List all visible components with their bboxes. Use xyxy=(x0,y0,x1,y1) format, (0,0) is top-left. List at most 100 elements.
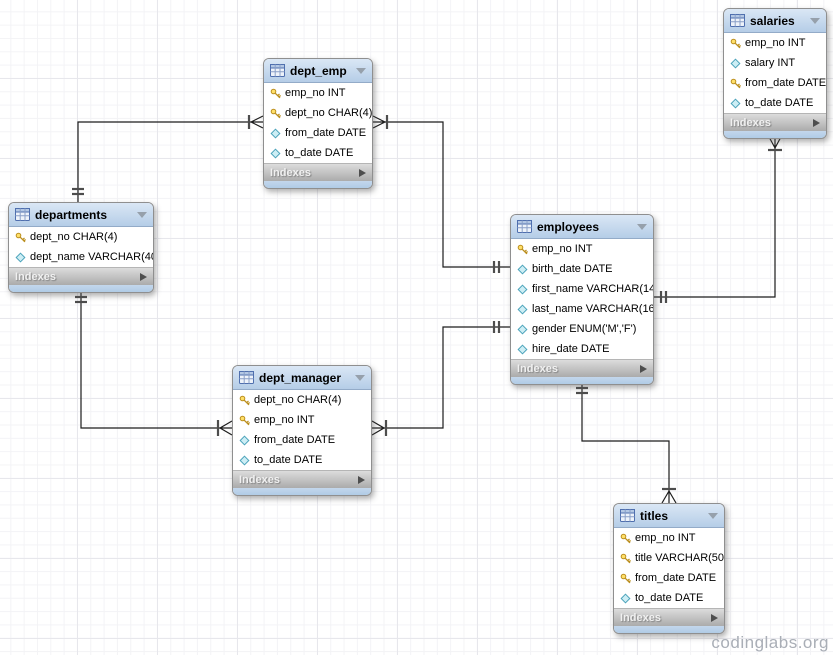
column-label: to_date DATE xyxy=(254,454,323,466)
column-row[interactable]: from_date DATE xyxy=(724,73,826,93)
table-dept_emp[interactable]: dept_emp emp_no INT dept_no CHAR(4) from… xyxy=(263,58,373,189)
primary-key-icon xyxy=(14,232,26,243)
table-title: departments xyxy=(35,207,108,222)
indexes-footer[interactable]: Indexes xyxy=(511,359,653,377)
collapse-arrow-icon[interactable] xyxy=(810,17,820,24)
table-header[interactable]: titles xyxy=(614,504,724,528)
table-titles[interactable]: titles emp_no INT title VARCHAR(50) from… xyxy=(613,503,725,634)
table-employees[interactable]: employees emp_no INT birth_date DATE fir… xyxy=(510,214,654,385)
column-row[interactable]: hire_date DATE xyxy=(511,339,653,359)
column-row[interactable]: emp_no INT xyxy=(614,528,724,548)
indexes-footer[interactable]: Indexes xyxy=(614,608,724,626)
table-title: titles xyxy=(640,508,669,523)
indexes-footer[interactable]: Indexes xyxy=(233,470,371,488)
table-icon xyxy=(270,64,285,77)
column-label: emp_no INT xyxy=(254,414,315,426)
column-diamond-icon xyxy=(516,323,528,335)
table-title: employees xyxy=(537,219,600,234)
primary-key-icon xyxy=(516,244,528,255)
table-title: salaries xyxy=(750,13,795,28)
column-row[interactable]: dept_name VARCHAR(40) xyxy=(9,247,153,267)
column-row[interactable]: title VARCHAR(50) xyxy=(614,548,724,568)
column-list: emp_no INT birth_date DATE first_name VA… xyxy=(511,239,653,359)
table-bottom-strip xyxy=(511,377,653,384)
expand-arrow-icon xyxy=(140,272,147,281)
table-departments[interactable]: departments dept_no CHAR(4) dept_name VA… xyxy=(8,202,154,293)
table-bottom-strip xyxy=(264,181,372,188)
column-diamond-icon xyxy=(269,127,281,139)
column-list: emp_no INT salary INT from_date DATE to_… xyxy=(724,33,826,113)
column-row[interactable]: to_date DATE xyxy=(264,143,372,163)
indexes-label: Indexes xyxy=(730,116,771,129)
column-row[interactable]: to_date DATE xyxy=(233,450,371,470)
column-label: from_date DATE xyxy=(285,127,367,139)
relationship-departments-dept_emp[interactable] xyxy=(72,115,264,202)
column-row[interactable]: first_name VARCHAR(14) xyxy=(511,279,653,299)
table-header[interactable]: salaries xyxy=(724,9,826,33)
relationship-employees-dept_manager[interactable] xyxy=(371,321,510,436)
table-dept_manager[interactable]: dept_manager dept_no CHAR(4) emp_no INT … xyxy=(232,365,372,496)
column-row[interactable]: from_date DATE xyxy=(264,123,372,143)
indexes-label: Indexes xyxy=(517,362,558,375)
table-bottom-strip xyxy=(9,285,153,292)
relationship-employees-salaries[interactable] xyxy=(654,134,783,303)
table-header[interactable]: departments xyxy=(9,203,153,227)
indexes-label: Indexes xyxy=(270,166,311,179)
relationship-employees-titles[interactable] xyxy=(576,381,677,504)
collapse-arrow-icon[interactable] xyxy=(355,374,365,381)
table-header[interactable]: dept_manager xyxy=(233,366,371,390)
expand-arrow-icon xyxy=(640,364,647,373)
column-row[interactable]: emp_no INT xyxy=(511,239,653,259)
collapse-arrow-icon[interactable] xyxy=(637,223,647,230)
table-icon xyxy=(620,509,635,522)
primary-key-icon xyxy=(238,395,250,406)
expand-arrow-icon xyxy=(813,118,820,127)
column-label: salary INT xyxy=(745,57,796,69)
table-icon xyxy=(517,220,532,233)
primary-key-icon xyxy=(729,78,741,89)
column-label: dept_no CHAR(4) xyxy=(254,394,342,406)
column-row[interactable]: emp_no INT xyxy=(724,33,826,53)
column-label: dept_no CHAR(4) xyxy=(285,107,373,119)
indexes-label: Indexes xyxy=(620,611,661,624)
relationship-employees-dept_emp[interactable] xyxy=(372,115,510,273)
column-row[interactable]: dept_no CHAR(4) xyxy=(9,227,153,247)
column-label: dept_no CHAR(4) xyxy=(30,231,118,243)
column-label: emp_no INT xyxy=(532,243,593,255)
column-label: from_date DATE xyxy=(635,572,717,584)
column-row[interactable]: from_date DATE xyxy=(614,568,724,588)
column-row[interactable]: to_date DATE xyxy=(614,588,724,608)
column-row[interactable]: salary INT xyxy=(724,53,826,73)
primary-key-icon xyxy=(269,108,281,119)
column-row[interactable]: birth_date DATE xyxy=(511,259,653,279)
column-row[interactable]: to_date DATE xyxy=(724,93,826,113)
table-header[interactable]: employees xyxy=(511,215,653,239)
indexes-label: Indexes xyxy=(15,270,56,283)
primary-key-icon xyxy=(619,533,631,544)
table-icon xyxy=(239,371,254,384)
table-salaries[interactable]: salaries emp_no INT salary INT from_date… xyxy=(723,8,827,139)
column-row[interactable]: last_name VARCHAR(16) xyxy=(511,299,653,319)
column-row[interactable]: emp_no INT xyxy=(264,83,372,103)
column-row[interactable]: emp_no INT xyxy=(233,410,371,430)
table-header[interactable]: dept_emp xyxy=(264,59,372,83)
column-label: to_date DATE xyxy=(745,97,814,109)
collapse-arrow-icon[interactable] xyxy=(137,211,147,218)
column-row[interactable]: dept_no CHAR(4) xyxy=(233,390,371,410)
column-list: emp_no INT title VARCHAR(50) from_date D… xyxy=(614,528,724,608)
indexes-footer[interactable]: Indexes xyxy=(9,267,153,285)
column-row[interactable]: gender ENUM('M','F') xyxy=(511,319,653,339)
column-row[interactable]: dept_no CHAR(4) xyxy=(264,103,372,123)
collapse-arrow-icon[interactable] xyxy=(708,512,718,519)
column-label: from_date DATE xyxy=(745,77,827,89)
column-label: to_date DATE xyxy=(635,592,704,604)
column-row[interactable]: from_date DATE xyxy=(233,430,371,450)
column-diamond-icon xyxy=(516,343,528,355)
indexes-footer[interactable]: Indexes xyxy=(264,163,372,181)
table-icon xyxy=(730,14,745,27)
relationship-departments-dept_manager[interactable] xyxy=(75,289,233,436)
collapse-arrow-icon[interactable] xyxy=(356,67,366,74)
column-diamond-icon xyxy=(729,57,741,69)
indexes-footer[interactable]: Indexes xyxy=(724,113,826,131)
